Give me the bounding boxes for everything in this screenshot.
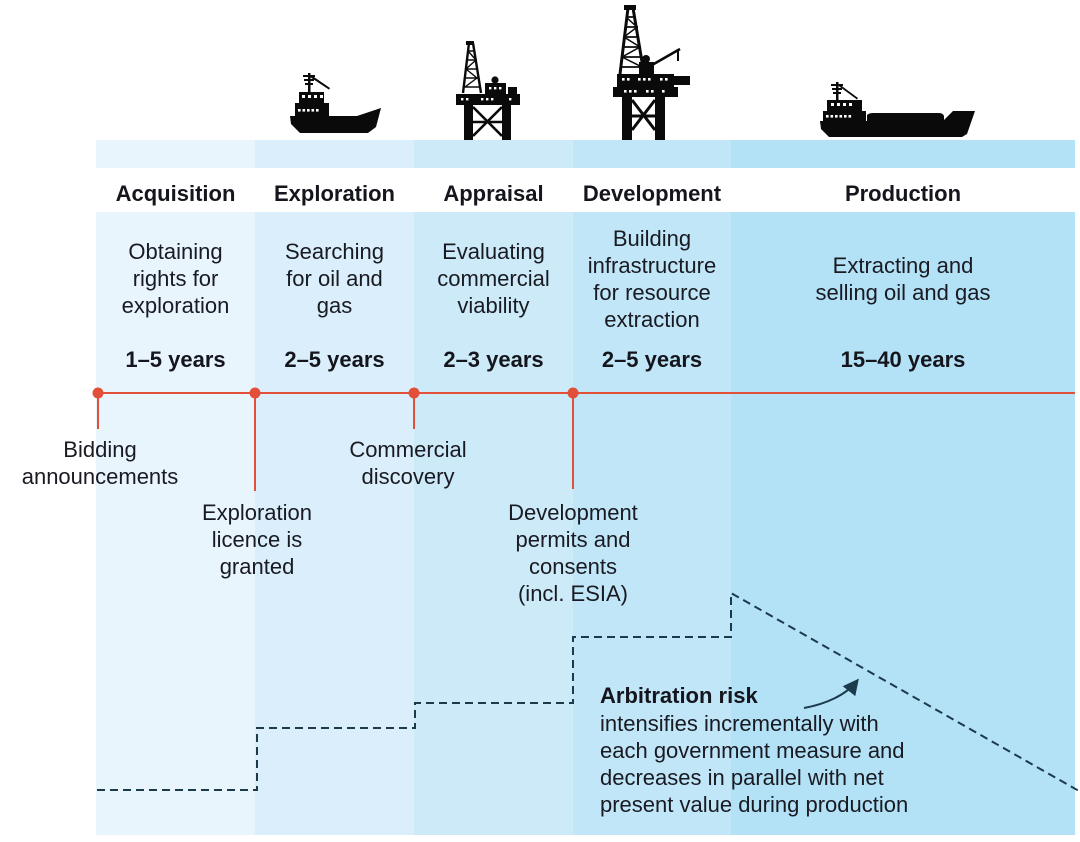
phase-description-development: Building infrastructure for resource ext… bbox=[587, 225, 717, 332]
phase-duration-development: 2–5 years bbox=[601, 347, 703, 372]
milestone-exploration-licence-granted: Exploration licence is granted bbox=[201, 500, 313, 579]
arbitration-risk-title: Arbitration risk bbox=[600, 683, 758, 708]
arbitration-risk-body: intensifies incrementally with each gove… bbox=[600, 711, 909, 817]
phase-band-production bbox=[731, 140, 1075, 168]
phase-title-acquisition: Acquisition bbox=[115, 181, 236, 206]
milestone-bidding-announcements: Bidding announcements bbox=[21, 437, 179, 489]
phase-description-exploration: Searching for oil and gas bbox=[284, 239, 385, 318]
tanker-icon bbox=[820, 82, 975, 137]
drilling-rig-icon bbox=[613, 5, 690, 140]
milestone-development-permits: Development permits and consents (incl. … bbox=[508, 500, 638, 606]
phase-title-exploration: Exploration bbox=[273, 181, 395, 206]
phase-title-production: Production bbox=[844, 181, 962, 206]
phase-duration-appraisal: 2–3 years bbox=[443, 347, 544, 372]
survey-vessel-icon bbox=[290, 73, 381, 133]
appraisal-platform-icon bbox=[456, 41, 520, 140]
phase-description-acquisition: Obtaining rights for exploration bbox=[121, 239, 230, 318]
phase-title-development: Development bbox=[582, 181, 722, 206]
phase-band-development bbox=[573, 140, 731, 168]
phase-band-acquisition bbox=[96, 140, 255, 168]
phase-description-production: Extracting and selling oil and gas bbox=[815, 252, 991, 305]
phase-duration-production: 15–40 years bbox=[840, 347, 966, 372]
phase-duration-exploration: 2–5 years bbox=[284, 347, 385, 372]
phase-band-appraisal bbox=[414, 140, 573, 168]
phase-title-appraisal: Appraisal bbox=[443, 181, 544, 206]
milestone-commercial-discovery: Commercial discovery bbox=[349, 437, 467, 489]
phase-description-appraisal: Evaluating commercial viability bbox=[437, 239, 550, 318]
arbitration-risk-annotation: Arbitration risk intensifies incremental… bbox=[600, 682, 945, 818]
phase-band-exploration bbox=[255, 140, 414, 168]
phase-duration-acquisition: 1–5 years bbox=[125, 347, 226, 372]
